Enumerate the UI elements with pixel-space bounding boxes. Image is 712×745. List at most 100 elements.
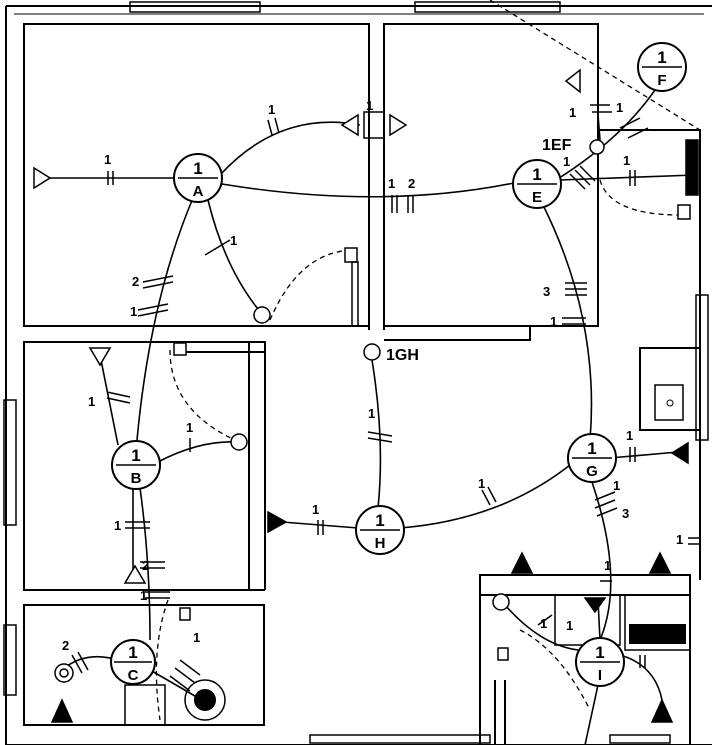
wire-h-left-outlet	[281, 521, 359, 529]
tick-label: 1	[478, 476, 485, 491]
tick-label: 1	[230, 233, 237, 248]
wire-i-down	[584, 684, 599, 745]
circuit-f-letter: F	[657, 72, 666, 89]
door-swings	[155, 0, 701, 721]
wire-i-left	[504, 604, 579, 651]
outlet-i-top-icon	[583, 597, 607, 614]
outlet-bath-left-icon	[50, 698, 74, 723]
tick-label: 1	[563, 154, 570, 169]
wire-c-bath	[149, 669, 211, 706]
wire-h-gh	[371, 359, 382, 509]
box-right-icon	[677, 204, 691, 220]
circuit-i-num: 1	[595, 643, 604, 662]
switches	[54, 139, 699, 683]
tick-label: 1	[626, 428, 633, 443]
tick-label: 1	[566, 618, 573, 633]
tick-label: 1	[140, 588, 147, 603]
kitchen-sink	[624, 594, 691, 651]
outlet-top-right-icon	[389, 113, 408, 137]
tick-label: 2	[62, 638, 69, 653]
circuit-e-letter: E	[532, 189, 542, 206]
outlet-kitchen-left-icon	[510, 551, 534, 574]
text-labels: 1GH 1EF 1 1 1 2 1 2 1 3 1 1 1 1 1 1 1 1 …	[62, 98, 683, 653]
box-bath-icon	[179, 607, 191, 621]
circuit-i-letter: I	[598, 667, 602, 684]
outlet-bottom-right-icon	[650, 698, 674, 723]
circuit-e-num: 1	[532, 165, 541, 184]
tick-label: 1	[616, 100, 623, 115]
tick-label: 1	[193, 630, 200, 645]
tick-label: 1	[550, 314, 557, 329]
tick-label: 3	[543, 284, 550, 299]
tick-label: 1	[130, 304, 137, 319]
tick-label: 1	[104, 152, 111, 167]
tick-label: 2	[408, 176, 415, 191]
circuit-g: 1 G	[567, 433, 617, 483]
outlet-b-bottom-icon	[123, 564, 147, 584]
circuit-i: 1 I	[575, 637, 625, 687]
circuit-e: 1 E	[512, 159, 562, 209]
switch-kitchen-icon	[492, 593, 510, 611]
outer-wall	[5, 5, 712, 745]
tick-label: 1	[268, 102, 275, 117]
tick-label: 1	[88, 394, 95, 409]
kitchen-counter	[479, 574, 691, 596]
circuit-h-num: 1	[375, 511, 384, 530]
outlet-h-left-icon	[267, 510, 288, 534]
box-top-icon	[344, 247, 358, 263]
wire-b-outlet-top	[99, 354, 119, 446]
wire-a-e	[221, 182, 515, 198]
circuit-b-num: 1	[131, 446, 140, 465]
circuit-f-num: 1	[657, 48, 666, 67]
box-mid-icon	[173, 342, 187, 356]
switch-a-icon	[253, 306, 271, 324]
circuit-a: 1 A	[173, 153, 223, 203]
circuit-b-letter: B	[131, 470, 142, 487]
tick-label: 1	[569, 105, 576, 120]
wire-e-right	[559, 174, 696, 181]
wire-a-b	[136, 197, 194, 441]
wire-e-f	[555, 89, 656, 181]
tick-label: 1	[388, 176, 395, 191]
wire-g-h	[399, 464, 571, 529]
circuit-g-letter: G	[586, 463, 598, 480]
outlet-left-top-icon	[33, 166, 52, 190]
circuit-h-letter: H	[375, 535, 386, 552]
outlet-kitchen-right-icon	[648, 551, 672, 574]
switch-gh-icon	[363, 343, 381, 361]
circuit-c-letter: C	[128, 667, 139, 684]
tick-label: 1	[604, 558, 611, 573]
outlet-f-left-icon	[564, 68, 581, 94]
tick-label: 2	[142, 558, 149, 573]
right-sink	[639, 347, 701, 431]
tick-label: 1	[366, 98, 373, 113]
tick-label: 1	[676, 532, 683, 547]
wire-g-i	[591, 481, 612, 641]
circuit-b: 1 B	[111, 440, 161, 490]
wire-b-switch	[157, 441, 239, 463]
tick-label: 1	[540, 616, 547, 631]
tick-label: 1	[312, 502, 319, 517]
wire-a-top-outlet	[219, 121, 361, 176]
tick-label: 1	[186, 420, 193, 435]
wire-g-right-outlet	[609, 451, 679, 459]
wire-i-right	[619, 654, 663, 701]
switch-b-icon	[230, 433, 248, 451]
tick-label: 2	[132, 274, 139, 289]
label-1gh: 1GH	[386, 347, 419, 364]
circuit-c-num: 1	[128, 643, 137, 662]
tick-label: 1	[613, 478, 620, 493]
outlet-top-left-icon	[340, 113, 359, 137]
circuit-f: 1 F	[637, 42, 687, 92]
outlets	[33, 68, 689, 723]
tick-label: 3	[622, 506, 629, 521]
circuit-a-num: 1	[193, 159, 202, 178]
room-top-right	[383, 23, 599, 327]
box-kitchen-icon	[497, 647, 509, 661]
wire-a-switch	[207, 199, 263, 315]
wire-f-top	[597, 114, 601, 141]
room-middle-left	[23, 341, 250, 591]
switch-bath-icon	[54, 663, 74, 683]
circuit-a-letter: A	[193, 183, 204, 200]
